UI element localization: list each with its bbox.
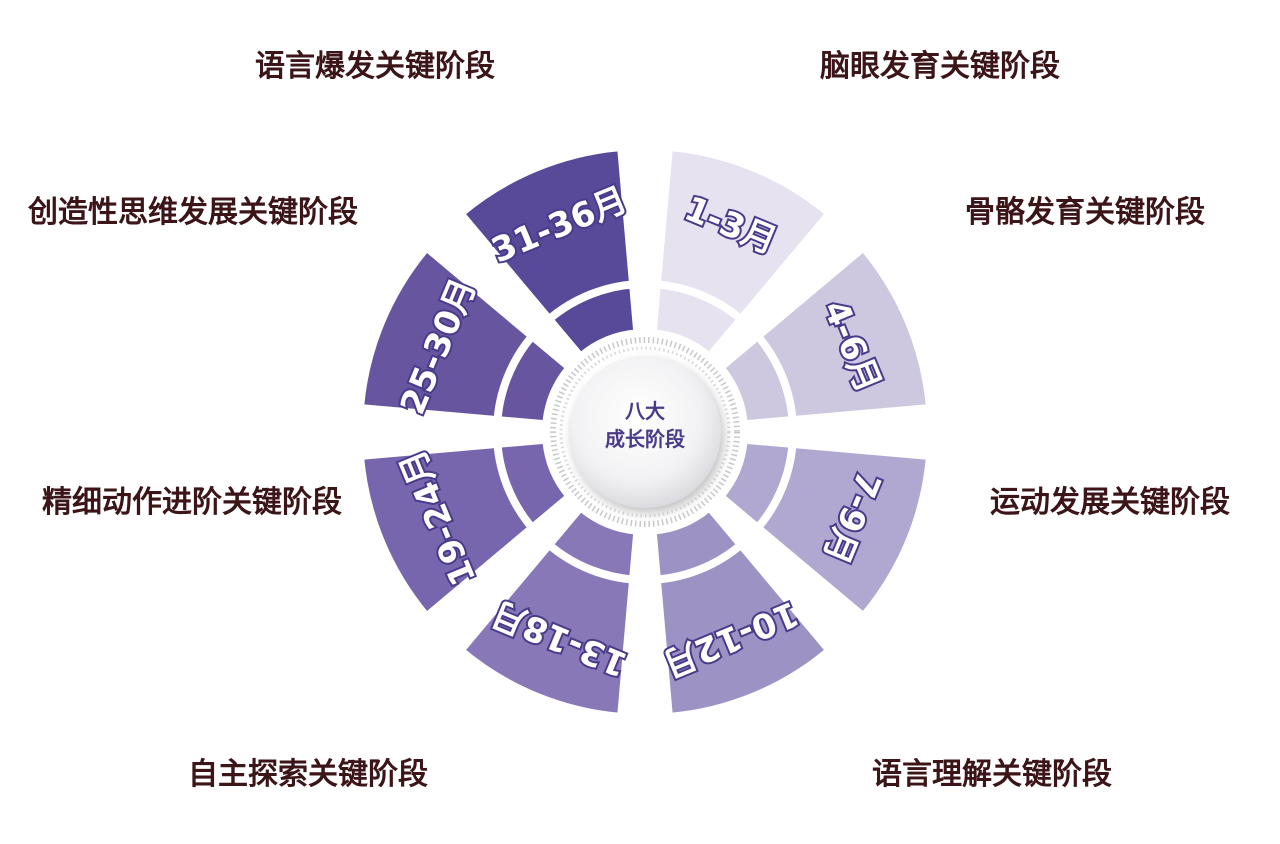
center-title-line1: 八大 [625,399,665,423]
stage-segment [650,505,832,719]
stage-segment [458,505,640,719]
center-title-line2: 成长阶段 [605,427,685,451]
stage-label-brain-eye: 脑眼发育关键阶段 [820,49,1060,84]
dotted-ring-inner [559,346,731,518]
stage-segment [358,245,572,427]
center-hub [569,356,721,508]
stage-label-exploration: 自主探索关键阶段 [188,757,428,792]
segment-layer: 1-3月4-6月7-9月10-12月13-18月19-24月25-30月31-3… [358,145,932,719]
stage-segment [718,245,932,427]
stage-segment [358,437,572,619]
stage-label-language-understanding: 语言理解关键阶段 [872,757,1112,792]
stage-segment [458,145,640,359]
stage-label-fine-motor: 精细动作进阶关键阶段 [42,485,342,520]
stage-segment [650,145,832,359]
stage-label-creative-thinking: 创造性思维发展关键阶段 [28,195,358,230]
inner-ring [493,280,797,584]
stage-label-motor: 运动发展关键阶段 [990,485,1230,520]
stage-label-bone: 骨骼发育关键阶段 [965,195,1205,230]
stage-segment [718,437,932,619]
stage-label-language-burst: 语言爆发关键阶段 [255,49,495,84]
dotted-ring [550,337,740,527]
